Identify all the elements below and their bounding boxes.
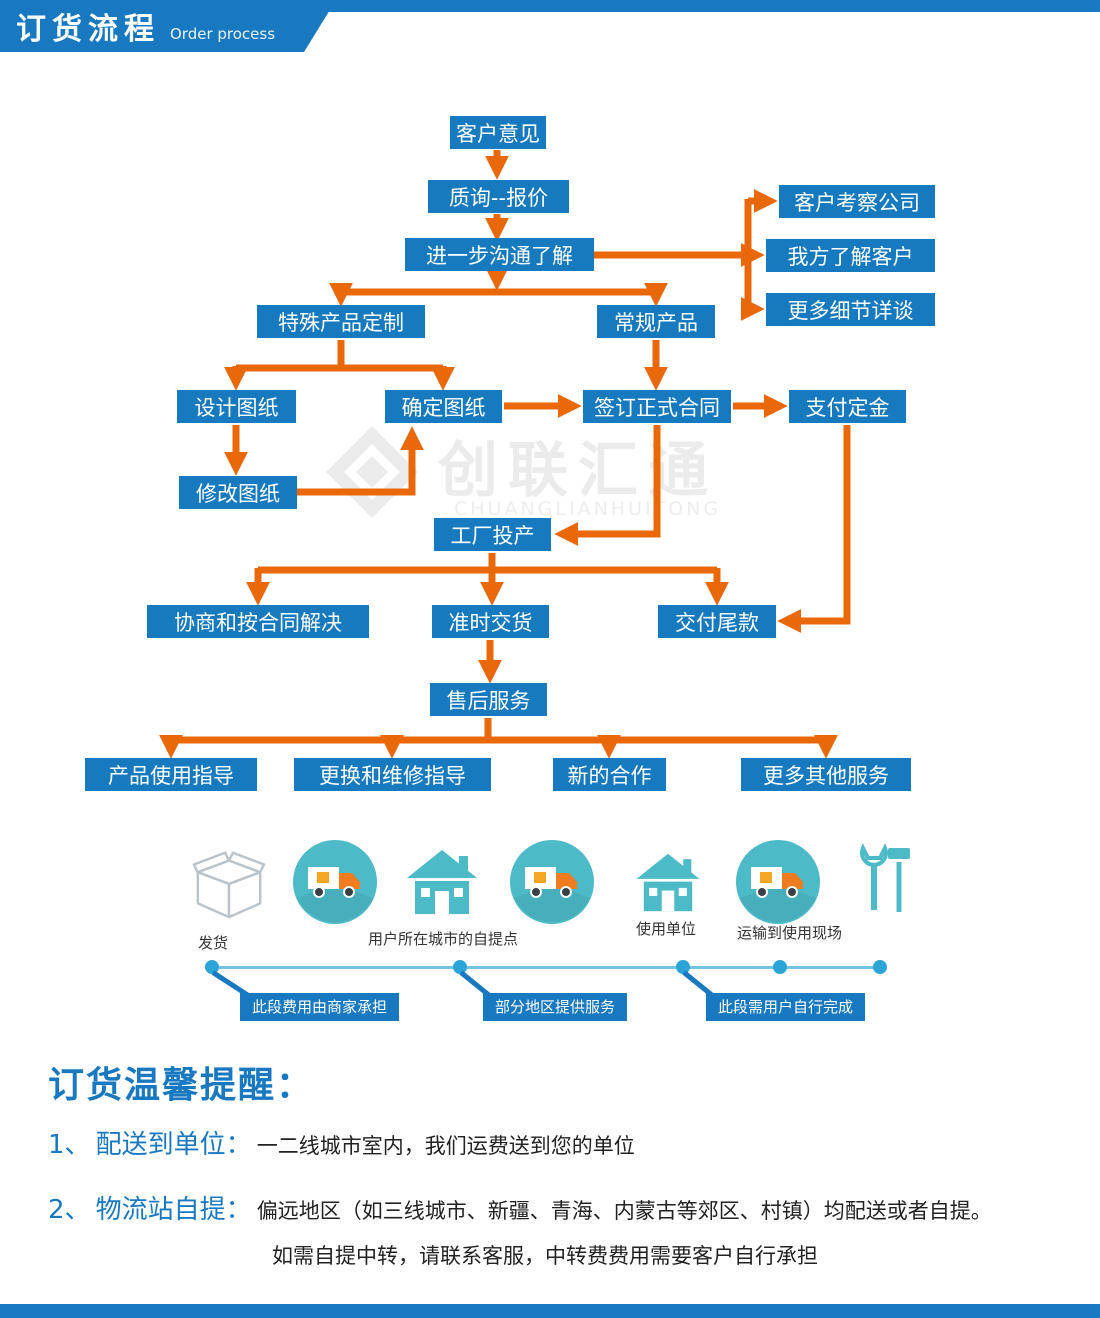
reminder-item-1-text: 一二线城市室内，我们运费送到您的单位 [256, 1134, 635, 1158]
page-subtitle: Order process [170, 25, 276, 43]
flow-node-confirm-drawing: 确定图纸 [385, 390, 502, 423]
reminder-title: 订货温馨提醒： [48, 1065, 315, 1106]
header-banner: 订货流程 Order process [0, 0, 336, 52]
tools-icon [860, 843, 910, 912]
label-transport: 运输到使用现场 [737, 924, 843, 942]
flow-node-sign-contract: 签订正式合同 [583, 390, 731, 423]
flow-node-customer-feedback: 客户意见 [450, 116, 546, 149]
timeline-dot [453, 960, 467, 974]
delivery-truck-icon [736, 840, 820, 924]
note-partial-areas: 部分地区提供服务 [483, 993, 628, 1021]
flow-node-client-visits-company: 客户考察公司 [779, 185, 935, 218]
reminder-item-1: 1、 配送到单位： 一二线城市室内，我们运费送到您的单位 [48, 1124, 635, 1161]
flow-node-factory-production: 工厂投产 [434, 518, 551, 551]
house-icon [636, 853, 700, 912]
flow-node-inquiry-quote: 质询--报价 [428, 180, 569, 213]
timeline-line [212, 966, 882, 969]
bottom-bar [0, 1304, 1100, 1318]
flow-node-revise-drawing: 修改图纸 [179, 476, 297, 509]
flow-node-usage-guide: 产品使用指导 [85, 758, 257, 791]
flow-node-new-cooperation: 新的合作 [553, 758, 666, 791]
timeline-dot [873, 960, 887, 974]
note-merchant-pays: 此段费用由商家承担 [240, 993, 400, 1021]
label-ship: 发货 [198, 934, 229, 952]
header-top-strip [258, 0, 1100, 12]
flow-node-further-communication: 进一步沟通了解 [405, 238, 594, 271]
flow-node-repair-guide: 更换和维修指导 [294, 758, 491, 791]
reminder-item-1-head: 配送到单位： [95, 1130, 252, 1160]
reminder-item-2-number: 2、 [48, 1195, 91, 1225]
reminder-item-2-text-continued: 如需自提中转，请联系客服，中转费费用需要客户自行承担 [272, 1244, 818, 1268]
delivery-truck-icon [510, 840, 594, 924]
reminder-item-2-text: 偏远地区（如三线城市、新疆、青海、内蒙古等郊区、村镇）均配送或者自提。 [256, 1199, 992, 1223]
flow-node-pay-deposit: 支付定金 [789, 390, 906, 423]
reminder-item-2-head: 物流站自提： [95, 1195, 252, 1225]
flow-node-pay-balance: 交付尾款 [658, 605, 776, 638]
reminder-item-1-number: 1、 [48, 1130, 91, 1160]
label-pickup: 用户所在城市的自提点 [368, 930, 519, 948]
flow-node-on-time-delivery: 准时交货 [432, 605, 549, 638]
flow-arrows [159, 150, 851, 759]
page-title: 订货流程 [16, 12, 160, 47]
house-icon [407, 850, 477, 914]
package-box-icon [192, 851, 266, 919]
label-unit: 使用单位 [636, 920, 697, 938]
reminder-item-2: 2、 物流站自提： 偏远地区（如三线城市、新疆、青海、内蒙古等郊区、村镇）均配送… [48, 1189, 992, 1226]
flow-node-more-services: 更多其他服务 [741, 758, 911, 791]
flow-node-standard-product: 常规产品 [597, 305, 715, 338]
flow-node-custom-product: 特殊产品定制 [257, 305, 425, 338]
flow-node-we-know-client: 我方了解客户 [766, 239, 935, 272]
flow-node-design-drawing: 设计图纸 [177, 390, 296, 423]
flow-node-negotiate-per-contract: 协商和按合同解决 [147, 605, 369, 638]
note-user-completes: 此段需用户自行完成 [706, 993, 866, 1021]
flow-node-more-details: 更多细节详谈 [766, 293, 935, 326]
timeline-dot [773, 960, 787, 974]
timeline-dot [676, 960, 690, 974]
delivery-truck-icon [293, 840, 377, 924]
flow-node-after-sales: 售后服务 [430, 683, 547, 716]
